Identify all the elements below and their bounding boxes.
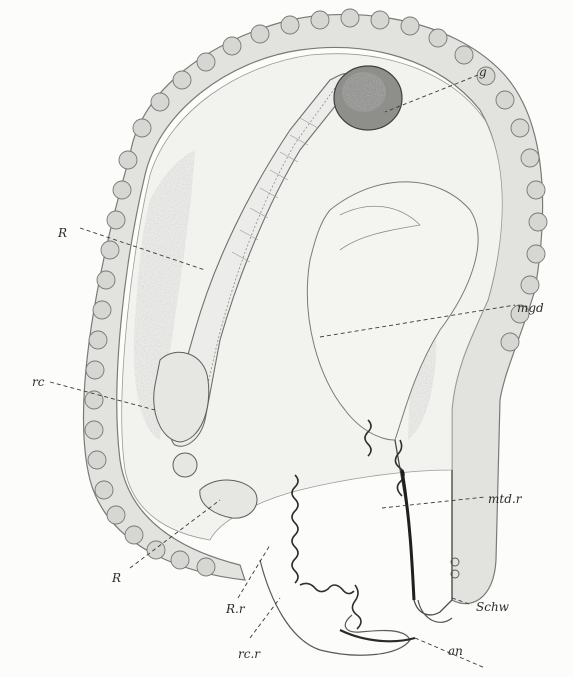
label-R-r: R.r [225,602,246,616]
label-an: an [448,644,463,658]
ganglion-inner [342,72,386,112]
label-rc-r: rc.r [238,647,261,661]
label-g: g [479,65,487,79]
label-Schw: Schw [476,600,510,614]
label-mtd-r: mtd.r [488,492,523,506]
right-wall-dark [402,470,414,600]
label-R-top: R [57,226,67,240]
label-mgd: mgd [517,301,544,315]
label-rc: rc [32,375,45,389]
tail-curl [418,600,452,622]
label-R-bottom: R [111,571,121,585]
